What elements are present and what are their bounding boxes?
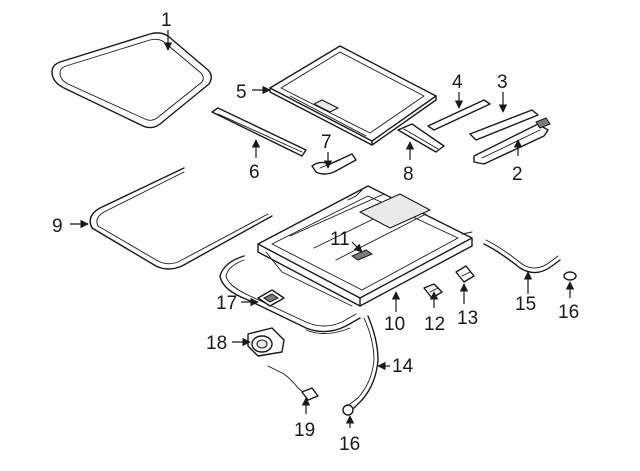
part-6-weatherstrip — [211, 107, 307, 157]
callout-17: 17 — [216, 293, 237, 314]
callout-19: 19 — [294, 420, 315, 441]
part-3-deflector-strip — [469, 109, 539, 141]
callout-7: 7 — [321, 132, 332, 153]
callout-3: 3 — [497, 72, 508, 93]
callout-leaders — [70, 30, 575, 428]
part-13-bracket — [455, 265, 475, 283]
part-1-glass-seal — [51, 32, 212, 129]
callout-16-rear: 16 — [558, 302, 579, 323]
part-18-motor — [247, 327, 285, 357]
callout-18: 18 — [206, 333, 227, 354]
part-14-drain-hose — [349, 315, 379, 409]
callout-8: 8 — [403, 164, 414, 185]
callout-15: 15 — [515, 294, 536, 315]
callout-12: 12 — [424, 314, 445, 335]
part-12-bracket — [423, 283, 443, 299]
part-9-frame-seal — [89, 167, 273, 270]
part-10-sunroof-frame — [257, 185, 473, 307]
part-2-guide-rail — [473, 117, 551, 165]
callout-4: 4 — [452, 72, 463, 93]
part-19-harness — [267, 365, 319, 401]
part-8-sunshade-bracket — [397, 123, 445, 153]
callout-10: 10 — [384, 314, 405, 335]
part-4-trim-strip — [427, 99, 491, 131]
part-15-drain-hose — [483, 239, 561, 274]
part-17-drive-cable — [219, 255, 361, 334]
callout-6: 6 — [249, 162, 260, 183]
callout-labels: 1 2 3 4 5 6 7 8 9 10 11 12 13 14 15 16 1… — [52, 10, 579, 455]
callout-13: 13 — [457, 308, 478, 329]
callout-14: 14 — [392, 356, 414, 377]
callout-9: 9 — [52, 216, 63, 237]
part-7-connector — [311, 153, 357, 175]
callout-11: 11 — [330, 229, 350, 250]
callout-16-front: 16 — [339, 434, 360, 455]
callout-2: 2 — [512, 164, 523, 185]
part-16-grommet-front — [342, 404, 354, 416]
callout-5: 5 — [236, 82, 247, 103]
callout-1: 1 — [161, 10, 172, 31]
part-16-grommet-rear — [563, 271, 577, 281]
